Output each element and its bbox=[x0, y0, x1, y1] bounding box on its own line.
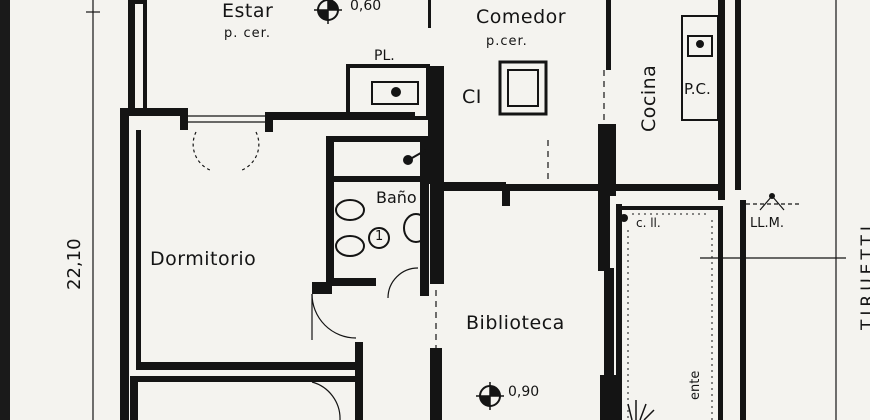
patio-text-fragment: ente bbox=[688, 370, 703, 400]
room-bano: Baño bbox=[376, 188, 417, 207]
label-pc: P.C. bbox=[684, 80, 711, 98]
sink-pl bbox=[371, 81, 419, 105]
walls bbox=[120, 0, 746, 420]
level-marker-biblioteca bbox=[476, 382, 504, 410]
patio-plant bbox=[627, 400, 655, 420]
level-estar: 0,60 bbox=[350, 0, 382, 14]
room-estar: Estar bbox=[222, 0, 274, 22]
dark-margin bbox=[0, 0, 10, 420]
bano-number: 1 bbox=[375, 229, 384, 244]
room-biblioteca: Biblioteca bbox=[466, 312, 565, 334]
street-name: TIRUETTI bbox=[858, 222, 870, 330]
dimension-line bbox=[86, 0, 100, 420]
label-pl: PL. bbox=[374, 48, 395, 64]
dimension-22-10: 22,10 bbox=[64, 238, 85, 290]
fireplace bbox=[498, 60, 548, 116]
site-lines bbox=[700, 0, 846, 420]
door-swings bbox=[188, 115, 419, 420]
kitchen-counter bbox=[681, 15, 719, 121]
patio-planting bbox=[620, 213, 713, 420]
room-cocina: Cocina bbox=[638, 64, 660, 132]
bathroom-fixtures bbox=[335, 149, 429, 257]
label-ci: CI bbox=[462, 86, 482, 108]
dashed-openings bbox=[429, 0, 605, 348]
room-comedor: Comedor bbox=[476, 6, 567, 28]
room-dormitorio: Dormitorio bbox=[150, 248, 257, 270]
label-lm: LL.M. bbox=[750, 216, 784, 231]
room-comedor-note: p.cer. bbox=[486, 34, 528, 49]
level-biblioteca: 0,90 bbox=[508, 384, 540, 400]
label-cll: c. ll. bbox=[636, 216, 661, 230]
level-marker-estar bbox=[314, 0, 342, 24]
room-estar-note: p. cer. bbox=[224, 26, 271, 41]
